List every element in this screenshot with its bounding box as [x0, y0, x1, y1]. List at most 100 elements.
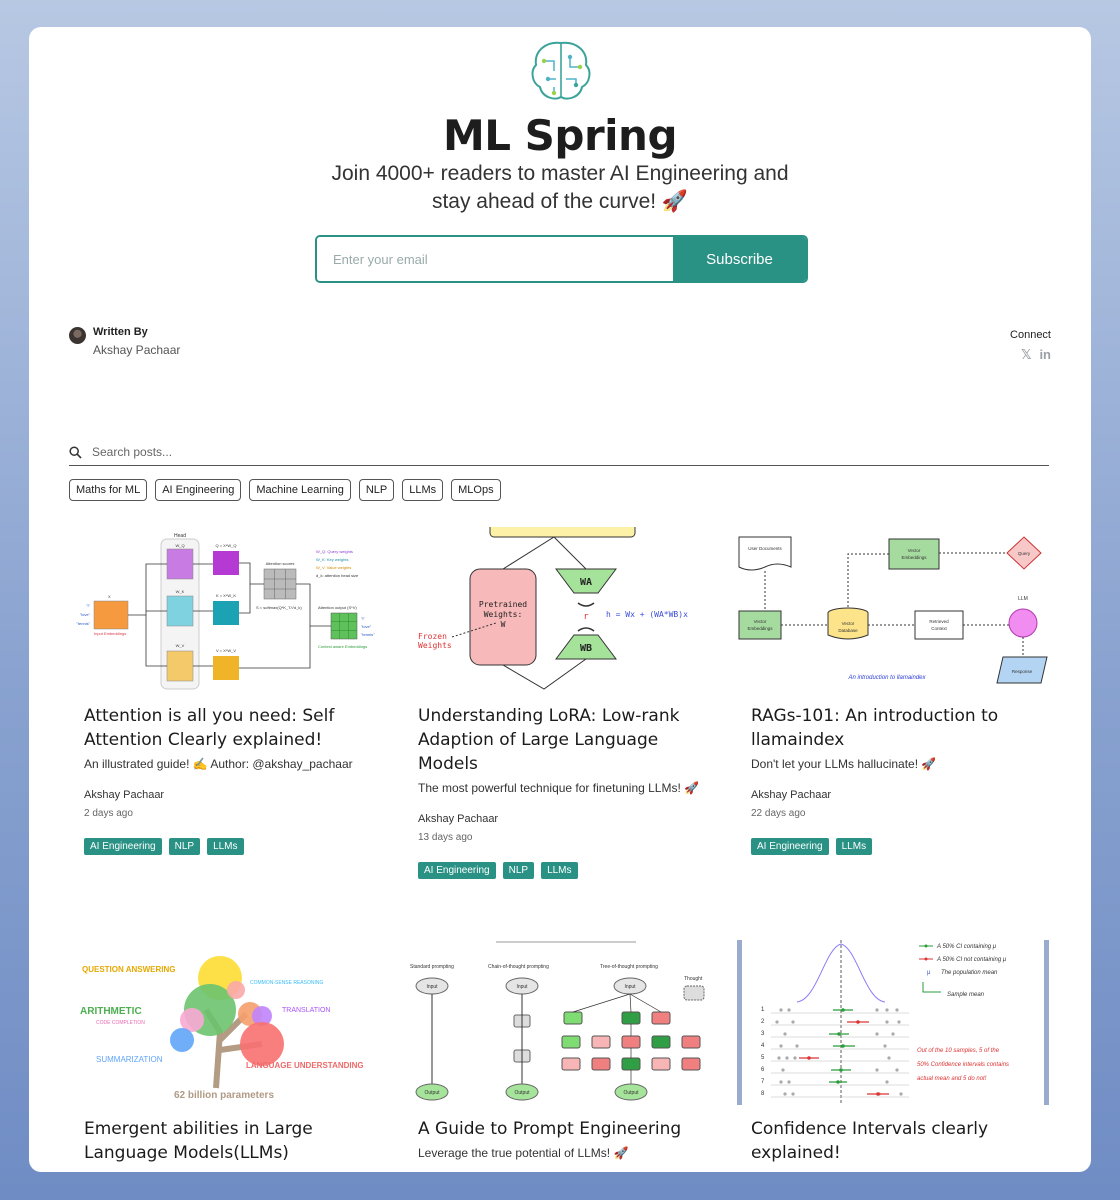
svg-text:SUMMARIZATION: SUMMARIZATION: [96, 1055, 163, 1064]
svg-text:"love": "love": [361, 624, 372, 629]
svg-text:W: W: [501, 620, 506, 629]
post-title[interactable]: Understanding LoRA: Low-rank Adaption of…: [418, 706, 680, 774]
prompting-diagram-thumbnail: Standard prompting Chain-of-thought prom…: [404, 940, 716, 1105]
svg-text:A 50% CI containing μ: A 50% CI containing μ: [936, 944, 997, 950]
x-icon[interactable]: 𝕏: [1020, 347, 1032, 362]
svg-text:Retrieved: Retrieved: [929, 619, 949, 624]
svg-text:Output: Output: [424, 1090, 440, 1096]
post-card[interactable]: Pretrained Weights: W WA WB r h = Wx + (…: [404, 527, 716, 879]
subscribe-form: Subscribe: [315, 235, 808, 283]
post-tag[interactable]: LLMs: [541, 862, 578, 879]
post-title[interactable]: RAGs-101: An introduction to llamaindex: [751, 706, 999, 750]
svg-text:"I": "I": [361, 616, 366, 621]
svg-text:Weights:: Weights:: [484, 610, 523, 619]
svg-text:h = Wx + (WA*WB)x: h = Wx + (WA*WB)x: [606, 610, 688, 619]
post-author: Akshay Pachaar: [418, 813, 499, 825]
post-author: Akshay Pachaar: [84, 789, 165, 801]
connect-label: Connect: [1010, 329, 1051, 341]
svg-text:Sample mean: Sample mean: [947, 992, 985, 998]
svg-text:The population mean: The population mean: [941, 970, 998, 976]
post-tag[interactable]: AI Engineering: [418, 862, 496, 879]
post-title[interactable]: Emergent abilities in Large Language Mod…: [84, 1119, 313, 1163]
rag-diagram-thumbnail: User Documents Vector Embeddings Vector …: [737, 527, 1049, 692]
svg-text:1: 1: [761, 1007, 765, 1013]
site-title: ML Spring: [442, 111, 678, 160]
filter-tag-mlops[interactable]: MLOps: [451, 479, 501, 501]
search-input[interactable]: [90, 444, 1049, 460]
brain-circuit-logo-icon: [531, 41, 591, 100]
filter-tag-nlp[interactable]: NLP: [358, 479, 395, 501]
subscribe-button[interactable]: Subscribe: [673, 237, 806, 281]
svg-text:Standard prompting: Standard prompting: [410, 964, 454, 970]
svg-text:62 billion parameters: 62 billion parameters: [174, 1090, 274, 1101]
post-title[interactable]: A Guide to Prompt Engineering: [418, 1119, 682, 1139]
svg-text:W_V: W_V: [176, 643, 185, 648]
post-card[interactable]: QUESTION ANSWERING COMMON-SENSE REASONIN…: [70, 940, 382, 1165]
svg-text:7: 7: [761, 1079, 765, 1085]
attention-diagram-thumbnail: Head W_Q W_K W_V X "I" "love" "tennis" I…: [70, 527, 382, 692]
svg-text:Embeddings: Embeddings: [901, 555, 927, 560]
svg-text:W_V: Value weights: W_V: Value weights: [316, 565, 351, 570]
post-title[interactable]: Attention is all you need: Self Attentio…: [84, 706, 335, 750]
svg-text:6: 6: [761, 1067, 765, 1073]
filter-tag-llms[interactable]: LLMs: [402, 479, 444, 501]
svg-text:Response: Response: [1012, 669, 1033, 674]
svg-text:TRANSLATION: TRANSLATION: [282, 1007, 331, 1014]
svg-text:Vector: Vector: [842, 621, 855, 626]
svg-text:W_K: W_K: [176, 589, 185, 594]
svg-text:Q = X*W_Q: Q = X*W_Q: [215, 543, 236, 548]
post-date: 13 days ago: [418, 832, 473, 843]
filter-tag-maths[interactable]: Maths for ML: [69, 479, 148, 501]
svg-text:Weights: Weights: [418, 641, 452, 650]
svg-text:"tennis": "tennis": [76, 621, 90, 626]
post-tag[interactable]: LLMs: [835, 838, 873, 855]
svg-text:LLM: LLM: [1018, 596, 1028, 602]
svg-text:QUESTION ANSWERING: QUESTION ANSWERING: [82, 965, 175, 974]
svg-text:Thought: Thought: [684, 976, 703, 982]
svg-text:50% Confidence intervals conta: 50% Confidence intervals contains: [917, 1062, 1009, 1068]
post-tags: AI Engineering NLP LLMs: [418, 862, 702, 879]
svg-text:Vector: Vector: [908, 548, 921, 553]
post-tag[interactable]: NLP: [168, 838, 201, 855]
svg-text:3: 3: [761, 1031, 765, 1037]
email-input[interactable]: [317, 237, 673, 281]
svg-text:2: 2: [761, 1019, 765, 1025]
post-card[interactable]: Standard prompting Chain-of-thought prom…: [404, 940, 716, 1162]
svg-text:Frozen: Frozen: [418, 632, 447, 641]
svg-text:8: 8: [761, 1091, 765, 1097]
post-tags: AI Engineering NLP LLMs: [84, 838, 368, 855]
svg-text:COMMON-SENSE REASONING: COMMON-SENSE REASONING: [250, 980, 323, 986]
post-tag[interactable]: AI Engineering: [751, 838, 829, 855]
svg-text:Head: Head: [174, 533, 186, 539]
post-tags: AI Engineering LLMs: [751, 838, 1035, 855]
post-card[interactable]: User Documents Vector Embeddings Vector …: [737, 527, 1049, 855]
svg-text:Input: Input: [426, 984, 438, 990]
post-title[interactable]: Confidence Intervals clearly explained!: [751, 1119, 989, 1163]
post-tag[interactable]: AI Engineering: [84, 838, 162, 855]
linkedin-icon[interactable]: in: [1039, 347, 1051, 362]
post-card[interactable]: A 50% CI containing μ A 50% CI not conta…: [737, 940, 1049, 1165]
svg-text:A 50% CI not containing μ: A 50% CI not containing μ: [936, 957, 1007, 963]
post-card[interactable]: Head W_Q W_K W_V X "I" "love" "tennis" I…: [70, 527, 382, 855]
post-tag[interactable]: LLMs: [207, 838, 244, 855]
svg-text:Output: Output: [514, 1090, 530, 1096]
post-author: Akshay Pachaar: [751, 789, 832, 801]
post-description: Don't let your LLMs hallucinate! 🚀: [751, 757, 937, 771]
lora-diagram-thumbnail: Pretrained Weights: W WA WB r h = Wx + (…: [404, 527, 716, 692]
svg-text:Pretrained: Pretrained: [479, 600, 527, 609]
svg-text:Input Embeddings: Input Embeddings: [94, 631, 126, 636]
svg-text:Attention output (S*V): Attention output (S*V): [318, 605, 357, 610]
filter-tag-machine-learning[interactable]: Machine Learning: [249, 479, 351, 501]
svg-text:Embeddings: Embeddings: [747, 626, 773, 631]
svg-text:ARITHMETIC: ARITHMETIC: [80, 1006, 142, 1017]
svg-text:Chain-of-thought prompting: Chain-of-thought prompting: [488, 964, 549, 970]
site-subtitle: Join 4000+ readers to master AI Engineer…: [331, 162, 789, 213]
svg-text:Out of the 10 samples, 5 of th: Out of the 10 samples, 5 of the: [917, 1048, 1000, 1054]
connect-block: Connect 𝕏 in: [1010, 329, 1051, 363]
svg-text:4: 4: [761, 1043, 765, 1049]
svg-text:S = softmax(Q*K_T/√d_k): S = softmax(Q*K_T/√d_k): [256, 605, 302, 610]
search-icon: [69, 445, 82, 459]
svg-text:W_K: Key weights: W_K: Key weights: [316, 557, 348, 562]
post-tag[interactable]: NLP: [502, 862, 535, 879]
filter-tag-ai-engineering[interactable]: AI Engineering: [155, 479, 242, 501]
